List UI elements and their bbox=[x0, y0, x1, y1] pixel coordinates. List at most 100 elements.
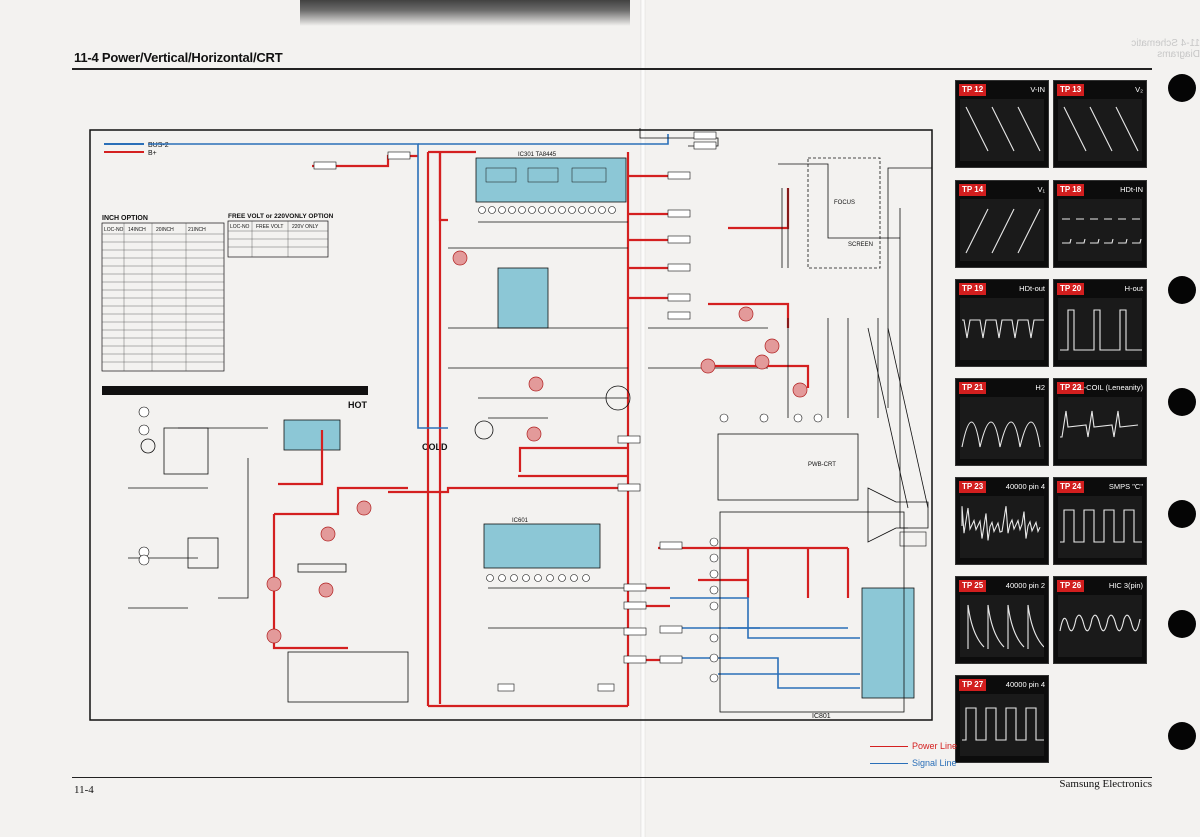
power-line-label: Power Line bbox=[912, 741, 958, 751]
scope-tp-label: TP 22 bbox=[1057, 382, 1085, 394]
oscilloscope-tp-25: TP 25 40000 pin 2 bbox=[955, 576, 1049, 664]
power-line-swatch bbox=[870, 746, 908, 747]
scope-signal-label: HIC 3(pin) bbox=[1108, 581, 1143, 590]
scope-tp-label: TP 18 bbox=[1057, 184, 1085, 196]
scope-tp-label: TP 19 bbox=[959, 283, 987, 295]
scope-signal-label: HDt-IN bbox=[1120, 185, 1143, 194]
screen-label: SCREEN bbox=[848, 242, 873, 248]
scope-waveform bbox=[960, 694, 1044, 756]
scope-tp-label: TP 26 bbox=[1057, 580, 1085, 592]
oscilloscope-tp-12: TP 12 V-IN bbox=[955, 80, 1049, 168]
scope-waveform bbox=[1058, 397, 1142, 459]
signal-line-swatch bbox=[870, 763, 908, 764]
scope-trace bbox=[961, 506, 1041, 541]
punch-hole-icon bbox=[1168, 722, 1196, 750]
scope-tp-label: TP 24 bbox=[1057, 481, 1085, 493]
scope-trace bbox=[1062, 218, 1142, 244]
footer-brand: Samsung Electronics bbox=[1059, 778, 1152, 790]
oscilloscope-tp-19: TP 19 HDt-out bbox=[955, 279, 1049, 367]
scope-trace bbox=[962, 707, 1044, 741]
punch-hole-icon bbox=[1168, 500, 1196, 528]
scope-waveform bbox=[1058, 298, 1142, 360]
svg-text:IC301 TA8445: IC301 TA8445 bbox=[518, 152, 557, 158]
scope-waveform bbox=[1058, 99, 1142, 161]
scope-tp-label: TP 14 bbox=[959, 184, 987, 196]
ic-crt-driver-block bbox=[861, 587, 915, 699]
scope-waveform bbox=[960, 298, 1044, 360]
punch-hole-icon bbox=[1168, 276, 1196, 304]
pwb-crt-label: PWB-CRT bbox=[808, 462, 836, 468]
signal-line-label: Signal Line bbox=[912, 758, 957, 768]
scope-signal-label: SMPS "C" bbox=[1108, 482, 1143, 491]
scope-waveform bbox=[1058, 199, 1142, 261]
scope-signal-label: 40000 pin 4 bbox=[1005, 680, 1045, 689]
scope-trace bbox=[1059, 614, 1141, 632]
scope-signal-label: L-COIL (Leneanity) bbox=[1079, 383, 1143, 392]
svg-text:14INCH: 14INCH bbox=[128, 227, 146, 233]
scope-signal-label: H2 bbox=[1035, 383, 1045, 392]
oscilloscope-tp-20: TP 20 H-out bbox=[1053, 279, 1147, 367]
svg-text:FREE VOLT: FREE VOLT bbox=[256, 224, 283, 230]
scope-signal-label: V₂ bbox=[1135, 85, 1143, 94]
svg-text:IC601: IC601 bbox=[512, 518, 529, 524]
scope-signal-label: HDt-out bbox=[1019, 284, 1045, 293]
bus-label-signal: BUS-2 bbox=[148, 142, 169, 149]
svg-text:FREE VOLT or 220VONLY OPTION: FREE VOLT or 220VONLY OPTION bbox=[228, 213, 334, 220]
oscilloscope-tp-21: TP 21 H2 bbox=[955, 378, 1049, 466]
scope-tp-label: TP 27 bbox=[959, 679, 987, 691]
ic-regulator-block bbox=[483, 523, 601, 569]
bus-label-power: B+ bbox=[148, 150, 157, 157]
scope-tp-label: TP 21 bbox=[959, 382, 987, 394]
oscilloscope-tp-24: TP 24 SMPS "C" bbox=[1053, 477, 1147, 565]
scope-trace bbox=[961, 421, 1041, 448]
scope-trace bbox=[1063, 106, 1139, 152]
scope-tp-label: TP 25 bbox=[959, 580, 987, 592]
scope-trace bbox=[967, 604, 1044, 649]
page-fold bbox=[640, 0, 646, 837]
punch-hole-icon bbox=[1168, 610, 1196, 638]
schematic-diagram: BUS-2 B+ INCH OPTION LOC-NO 14INCH 20INC… bbox=[89, 128, 933, 721]
oscilloscope-tp-14: TP 14 V₁ bbox=[955, 180, 1049, 268]
inch-option-table: INCH OPTION LOC-NO 14INCH 20INCH 21INCH bbox=[101, 215, 225, 372]
scope-waveform bbox=[1058, 595, 1142, 657]
oscilloscope-tp-23: TP 23 40000 pin 4 bbox=[955, 477, 1049, 565]
scope-waveform bbox=[960, 496, 1044, 558]
scope-tp-label: TP 23 bbox=[959, 481, 987, 493]
ic-smps-block bbox=[283, 419, 341, 451]
oscilloscope-tp-27: TP 27 40000 pin 4 bbox=[955, 675, 1049, 763]
title-rule bbox=[72, 68, 1152, 70]
page-number: 11-4 bbox=[74, 784, 94, 796]
oscilloscope-tp-26: TP 26 HIC 3(pin) bbox=[1053, 576, 1147, 664]
free-volt-option-table: FREE VOLT or 220VONLY OPTION LOC-NO FREE… bbox=[227, 213, 334, 258]
scope-signal-label: 40000 pin 2 bbox=[1005, 581, 1045, 590]
svg-text:220V ONLY: 220V ONLY bbox=[292, 224, 319, 230]
scope-tp-label: TP 20 bbox=[1057, 283, 1085, 295]
hot-region-label: HOT bbox=[348, 400, 368, 410]
scope-trace bbox=[1060, 509, 1142, 543]
scope-trace bbox=[965, 106, 1041, 152]
scope-waveform bbox=[960, 595, 1044, 657]
scope-trace bbox=[962, 319, 1044, 339]
svg-text:IC801: IC801 bbox=[812, 713, 831, 720]
svg-text:LOC-NO: LOC-NO bbox=[104, 227, 124, 233]
scope-signal-label: 40000 pin 4 bbox=[1005, 482, 1045, 491]
scope-waveform bbox=[960, 397, 1044, 459]
ic-hybrid-block bbox=[497, 267, 549, 329]
scope-waveform bbox=[960, 199, 1044, 261]
scope-trace bbox=[965, 208, 1041, 254]
scope-tp-label: TP 12 bbox=[959, 84, 987, 96]
scope-signal-label: V₁ bbox=[1037, 185, 1045, 194]
scan-shadow bbox=[300, 0, 630, 26]
page-title: 11-4 Power/Vertical/Horizontal/CRT bbox=[74, 50, 283, 65]
scope-signal-label: V-IN bbox=[1030, 85, 1045, 94]
svg-text:20INCH: 20INCH bbox=[156, 227, 174, 233]
svg-text:INCH OPTION: INCH OPTION bbox=[102, 215, 148, 222]
scope-signal-label: H-out bbox=[1124, 284, 1143, 293]
svg-text:LOC-NO: LOC-NO bbox=[230, 224, 250, 230]
focus-label: FOCUS bbox=[834, 200, 855, 206]
punch-hole-icon bbox=[1168, 388, 1196, 416]
scope-trace bbox=[1060, 309, 1142, 351]
